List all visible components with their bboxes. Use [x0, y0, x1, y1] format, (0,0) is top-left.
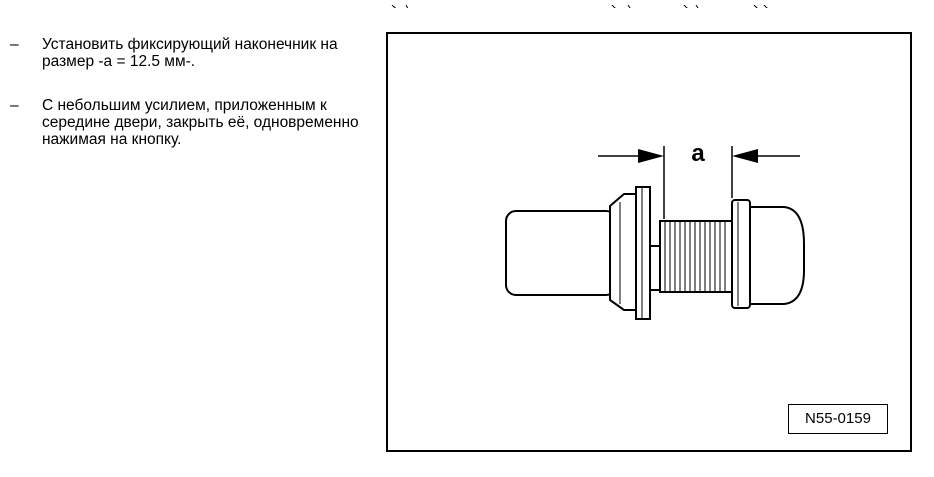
dimension-a-label: a: [691, 140, 705, 167]
instructions-column: – Установить фиксирующий наконечник на р…: [0, 0, 380, 477]
step-text: С небольшим усилием, приложенным к серед…: [42, 97, 359, 148]
door-stop-drawing: [505, 146, 805, 320]
step-dash: –: [10, 36, 19, 53]
previous-figure-fragment-drawing: [391, 4, 768, 8]
previous-figure-fragment: [384, 0, 934, 8]
figure-frame: a N55-0159: [386, 32, 912, 452]
step-text: Установить фиксирующий наконечник на раз…: [42, 36, 338, 70]
figure-code-label: N55-0159: [788, 404, 888, 434]
step-dash: –: [10, 97, 19, 114]
